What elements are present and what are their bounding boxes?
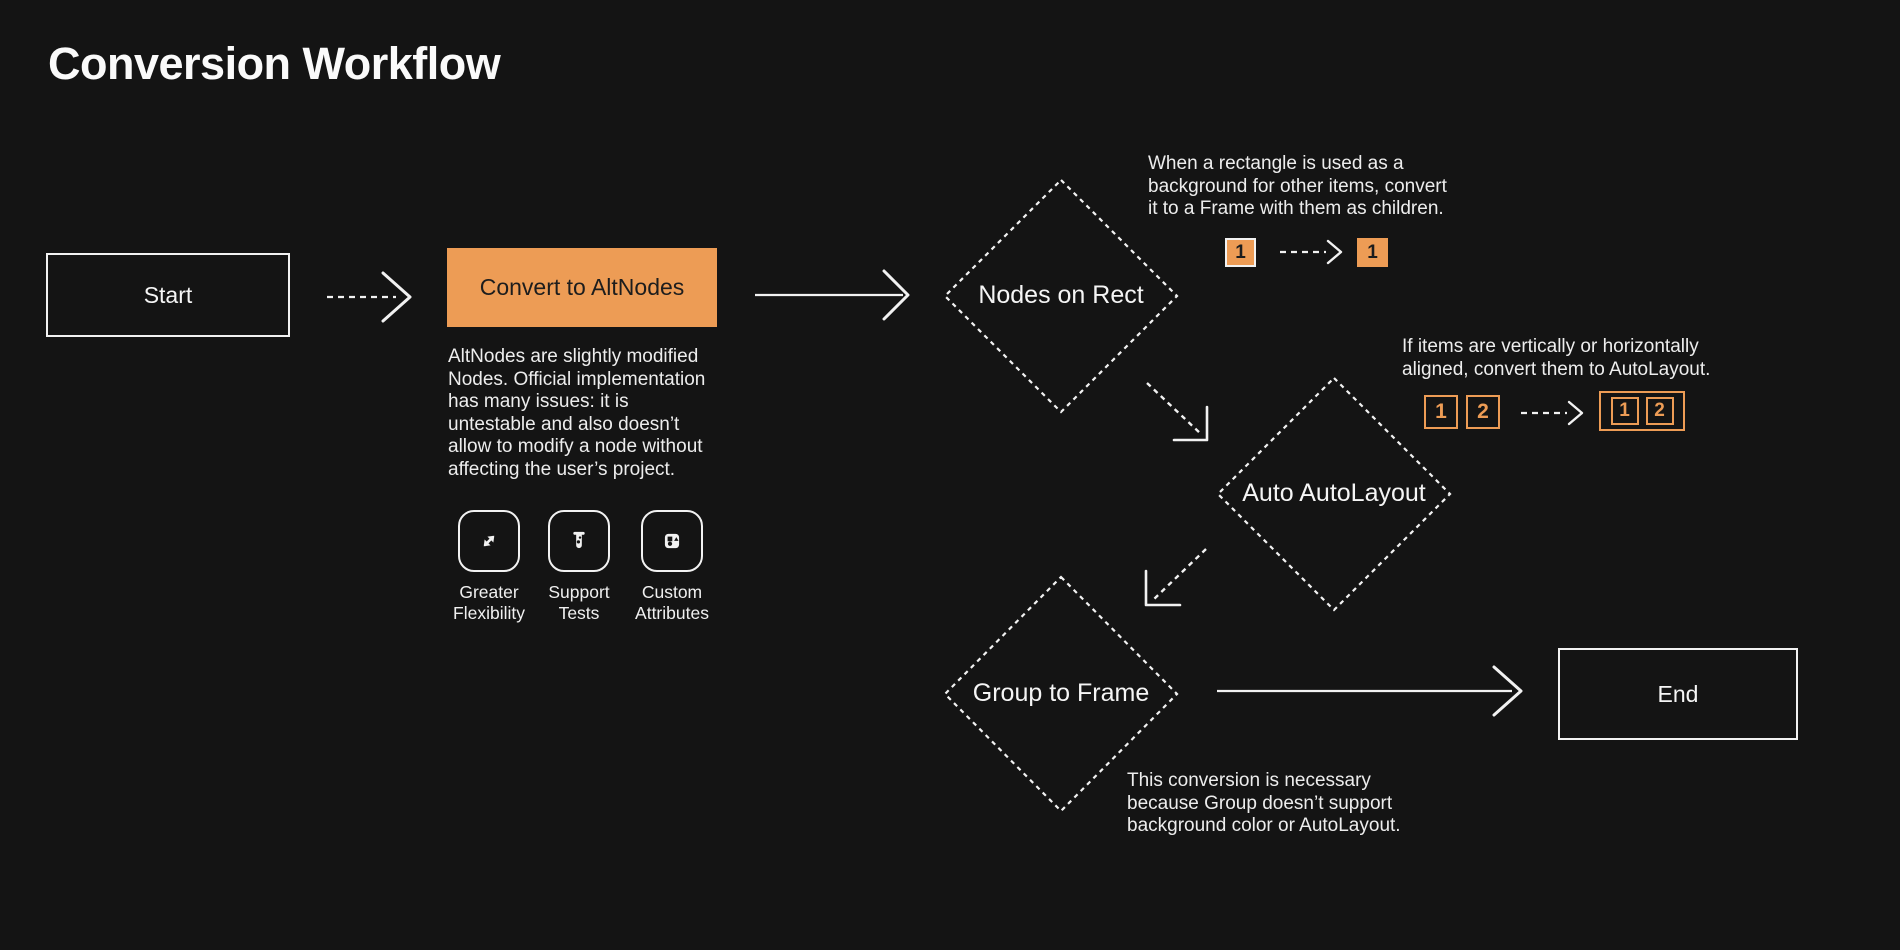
arrow-nodes-to-auto-line <box>1146 382 1202 435</box>
feature-label: Support Tests <box>548 582 610 623</box>
arrow-auto-to-group-line <box>1152 548 1207 601</box>
demo-auto-item-1: 1 <box>1424 395 1458 429</box>
arrow-start-to-convert-head <box>381 271 412 323</box>
arrow-nodes-to-auto-head <box>1172 405 1209 442</box>
arrow-group-to-end-head <box>1492 665 1523 717</box>
arrow-auto-to-group-head <box>1144 569 1182 607</box>
demo-auto-item-2: 2 <box>1466 395 1500 429</box>
start-label: Start <box>143 281 193 308</box>
feature-custom-attributes: Custom Attributes <box>616 510 728 623</box>
flow-node-group-to-frame: Group to Frame <box>972 679 1150 707</box>
demo-frame-after-number: 1 <box>1367 241 1378 263</box>
page-title: Conversion Workflow <box>48 38 501 89</box>
demo-auto-item-2-number: 2 <box>1477 400 1489 423</box>
flow-node-convert-to-altnodes: Convert to AltNodes <box>447 248 717 327</box>
note-nodes-on-rect: When a rectangle is used as a background… <box>1148 153 1447 219</box>
flow-node-auto-autolayout: Auto AutoLayout <box>1242 479 1426 507</box>
convert-description: AltNodes are slightly modified Nodes. Of… <box>448 346 706 480</box>
shapes-icon <box>664 533 680 549</box>
demo-auto-result-item-1-number: 1 <box>1619 400 1630 421</box>
icon-box <box>641 510 703 572</box>
demo-auto-result-item-2: 2 <box>1645 397 1674 425</box>
flow-node-end: End <box>1558 648 1798 740</box>
note-auto-autolayout: If items are vertically or horizontally … <box>1402 336 1711 380</box>
end-label: End <box>1657 680 1699 707</box>
arrow-convert-to-nodes-head <box>882 269 910 321</box>
note-group-to-frame: This conversion is necessary because Gro… <box>1127 770 1401 836</box>
feature-label: Greater Flexibility <box>453 582 525 623</box>
feature-greater-flexibility: Greater Flexibility <box>433 510 545 623</box>
flow-node-nodes-on-rect: Nodes on Rect <box>978 281 1144 309</box>
arrow-demo-rect-head <box>1326 239 1343 265</box>
demo-autolayout-container: 1 2 <box>1599 391 1685 431</box>
icon-box <box>548 510 610 572</box>
feature-support-tests: Support Tests <box>523 510 635 623</box>
demo-auto-result-item-1: 1 <box>1610 397 1639 425</box>
demo-rect-before-number: 1 <box>1235 241 1246 263</box>
demo-frame-after: 1 <box>1357 238 1388 267</box>
convert-label: Convert to AltNodes <box>479 274 685 300</box>
flow-node-start: Start <box>46 253 290 337</box>
test-tube-icon <box>573 531 585 549</box>
icon-box <box>458 510 520 572</box>
demo-auto-result-item-2-number: 2 <box>1654 400 1665 421</box>
demo-rect-before: 1 <box>1225 238 1256 267</box>
arrow-demo-auto-head <box>1567 400 1584 426</box>
expand-diagonal-icon <box>483 535 495 547</box>
feature-label: Custom Attributes <box>635 582 709 623</box>
demo-auto-item-1-number: 1 <box>1435 400 1447 423</box>
